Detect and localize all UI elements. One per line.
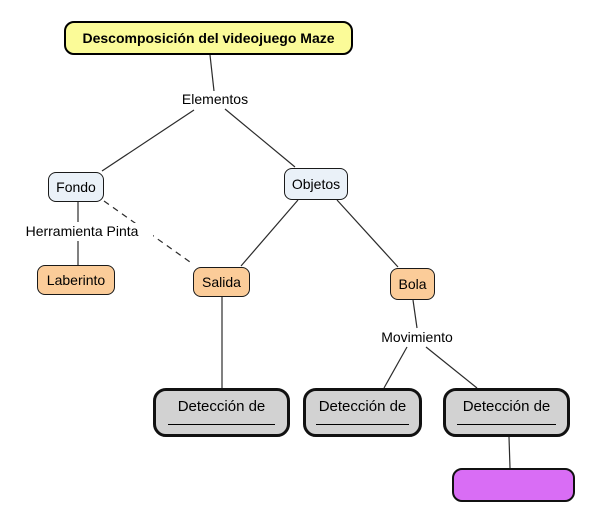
deteccion-2-label: Detección de [318, 398, 407, 415]
deteccion-3-blank-line [456, 424, 557, 425]
deteccion-1-label: Detección de [177, 398, 266, 415]
edge-movimiento-det2 [383, 346, 408, 389]
node-objetos: Objetos [284, 168, 348, 200]
edge-label-movimiento: Movimiento [377, 329, 457, 346]
edge-objetos-bola [336, 199, 399, 268]
node-deteccion-2: Detección de [303, 388, 422, 437]
edge-bola-movimiento [412, 299, 418, 329]
edge-label-herramienta-pinta: Herramienta Pinta [11, 223, 153, 240]
edge-label-elementos: Elementos [175, 91, 255, 108]
edge-elementos-fondo [101, 109, 195, 172]
node-deteccion-1: Detección de [153, 388, 290, 437]
node-fondo: Fondo [48, 172, 104, 202]
deteccion-1-blank-line [167, 424, 276, 425]
title-node: Descomposición del videojuego Maze [64, 21, 353, 55]
node-highlight-empty [452, 468, 575, 502]
edge-elementos-objetos [224, 108, 296, 168]
edge-objetos-salida [240, 199, 299, 267]
node-deteccion-3: Detección de [443, 388, 570, 437]
edge-movimiento-det3 [425, 346, 478, 389]
deteccion-3-label: Detección de [462, 398, 551, 415]
edge-det3-highlight [508, 436, 511, 469]
node-laberinto: Laberinto [37, 265, 115, 295]
node-bola: Bola [390, 268, 435, 300]
deteccion-2-blank-line [316, 424, 409, 425]
edge-title-elementos [209, 54, 215, 92]
node-salida: Salida [193, 267, 250, 297]
